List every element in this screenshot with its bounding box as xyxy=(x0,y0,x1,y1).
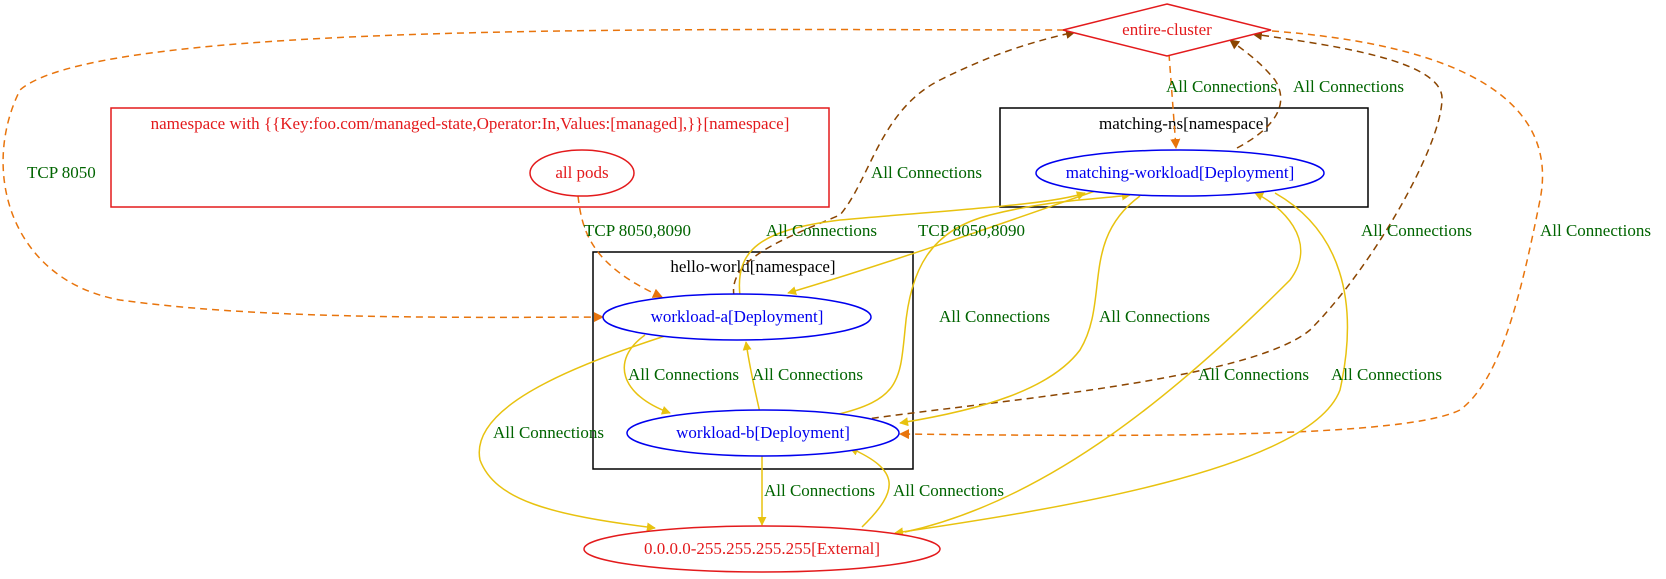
edge-label-mw-to-wb: All Connections xyxy=(1099,307,1210,326)
edge-wa-to-mw xyxy=(738,191,1086,297)
edge-label-wb-to-wa: All Connections xyxy=(752,365,863,384)
edge-label-ext-to-wb: All Connections xyxy=(893,481,1004,500)
edge-label-wa-to-wb: All Connections xyxy=(628,365,739,384)
edge-label-tcp-8050: TCP 8050 xyxy=(27,163,96,182)
node-matching-workload[interactable]: matching-workload[Deployment] xyxy=(1035,149,1325,197)
edge-label-ext-to-mw: All Connections xyxy=(1198,365,1309,384)
node-external[interactable]: 0.0.0.0-255.255.255.255[External] xyxy=(583,525,941,573)
edge-label-cluster-to-wb: All Connections xyxy=(1540,221,1651,240)
edge-cluster-to-mw xyxy=(1168,53,1181,149)
edge-label-mw-wa-tcp: TCP 8050,8090 xyxy=(918,221,1025,240)
edge-label-cluster-to-mw: All Connections xyxy=(1166,77,1277,96)
node-workload-b[interactable]: workload-b[Deployment] xyxy=(626,409,900,457)
node-matching-workload-label: matching-workload[Deployment] xyxy=(1066,163,1295,182)
node-workload-a-label: workload-a[Deployment] xyxy=(651,307,824,326)
edge-label-wb-to-cluster: All Connections xyxy=(1361,221,1472,240)
cluster-selector-namespace: namespace with {{Key:foo.com/managed-sta… xyxy=(110,107,830,208)
edge-mw-to-ext xyxy=(894,192,1349,537)
edge-label-wa-mw-yellow: All Connections xyxy=(766,221,877,240)
edge-ext-to-mw xyxy=(904,192,1302,533)
edge-label-wa-to-cluster: All Connections xyxy=(871,163,982,182)
edge-label-wa-to-ext: All Connections xyxy=(493,423,604,442)
edge-mw-to-wa xyxy=(787,189,1099,296)
cluster-matching-ns: matching-ns[namespace] xyxy=(999,107,1369,208)
node-entire-cluster[interactable]: entire-cluster xyxy=(1062,3,1272,57)
node-workload-b-label: workload-b[Deployment] xyxy=(676,423,850,442)
edge-label-wb-to-mw: All Connections xyxy=(939,307,1050,326)
node-all-pods-label: all pods xyxy=(555,163,608,182)
edge-label-mw-to-cluster: All Connections xyxy=(1293,77,1404,96)
cluster-hello-world-label: hello-world[namespace] xyxy=(670,257,835,276)
edge-wa-to-cluster xyxy=(732,29,1076,297)
edge-wb-to-cluster xyxy=(859,30,1443,421)
edge-cluster-to-wa-tcp xyxy=(2,28,1065,323)
cluster-selector-namespace-label: namespace with {{Key:foo.com/managed-sta… xyxy=(151,114,790,133)
edge-allpods-to-wa xyxy=(577,195,663,298)
edge-label-wb-to-ext: All Connections xyxy=(764,481,875,500)
node-external-label: 0.0.0.0-255.255.255.255[External] xyxy=(644,539,880,558)
node-workload-a[interactable]: workload-a[Deployment] xyxy=(602,293,872,341)
edge-cluster-to-wb xyxy=(899,30,1544,440)
edge-mw-to-wb xyxy=(899,195,1141,427)
node-entire-cluster-label: entire-cluster xyxy=(1122,20,1212,39)
edge-wa-to-ext xyxy=(478,335,666,532)
node-all-pods[interactable]: all pods xyxy=(529,149,635,197)
edge-label-allpods-to-wa: TCP 8050,8090 xyxy=(584,221,691,240)
cluster-matching-ns-label: matching-ns[namespace] xyxy=(1099,114,1269,133)
edge-wb-to-mw xyxy=(834,191,1131,416)
edge-mw-to-cluster xyxy=(1229,39,1282,149)
edge-label-mw-to-ext: All Connections xyxy=(1331,365,1442,384)
edge-wa-to-wb xyxy=(623,334,671,415)
edge-ext-to-wb xyxy=(849,447,890,528)
cluster-hello-world: hello-world[namespace] xyxy=(592,251,914,470)
edge-wb-to-wa xyxy=(742,341,761,414)
